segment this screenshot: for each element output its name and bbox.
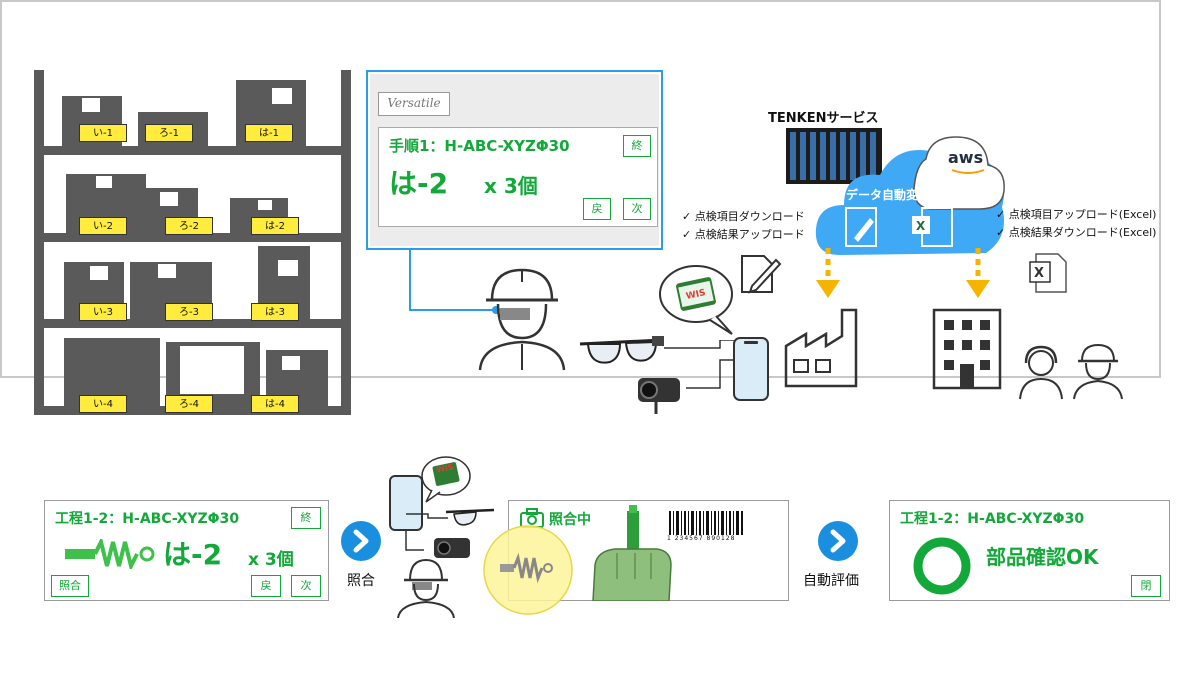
server-rack-icon xyxy=(786,128,882,184)
camera-device-icon xyxy=(638,378,680,414)
location-code: は-2 xyxy=(389,167,449,200)
factory-icon xyxy=(784,308,858,388)
verify-button[interactable]: 照合 xyxy=(51,575,89,597)
barcode-image xyxy=(669,511,743,535)
ok-circle-icon xyxy=(913,537,971,595)
top-diagram-frame xyxy=(0,0,1161,378)
shelf-tag: は-3 xyxy=(251,303,299,321)
quantity: x 3個 xyxy=(248,550,294,570)
shelf-tag: は-1 xyxy=(245,124,293,142)
document-edit-icon xyxy=(741,255,782,294)
next-step-arrow-icon xyxy=(341,521,381,561)
back-button[interactable]: 戻 xyxy=(251,575,281,597)
step-title: 手順1：H-ABC-XYZΦ30 xyxy=(389,137,570,155)
back-button[interactable]: 戻 xyxy=(583,198,611,220)
result-panel: 工程1-2：H-ABC-XYZΦ30 部品確認OK 閉 xyxy=(889,500,1170,601)
shelf-tag: ろ-4 xyxy=(165,395,213,413)
office-building-icon xyxy=(932,308,1002,390)
next-step-arrow-icon xyxy=(818,521,858,561)
shelf-tag: い-1 xyxy=(79,124,127,142)
process-title: 工程1-2：H-ABC-XYZΦ30 xyxy=(55,511,240,527)
next-button[interactable]: 次 xyxy=(623,198,651,220)
result-title: 工程1-2：H-ABC-XYZΦ30 xyxy=(900,511,1085,527)
cloud-note-left: ✓ 点検結果アップロード xyxy=(682,228,805,241)
next-button[interactable]: 次 xyxy=(291,575,321,597)
end-button[interactable]: 終 xyxy=(623,135,651,157)
aws-logo: aws xyxy=(948,148,984,167)
barcode-digits: 1 234567 890128 xyxy=(667,535,736,542)
versatile-logo: Versatile xyxy=(378,92,450,116)
shelf-tag: は-2 xyxy=(251,217,299,235)
excel-file-icon: X xyxy=(1029,253,1067,293)
zoom-highlight-icon xyxy=(483,525,573,615)
service-name: TENKENサービス xyxy=(768,111,879,126)
svg-text:X: X xyxy=(916,219,926,233)
shelf-tag: ろ-3 xyxy=(165,303,213,321)
wis-app-bubble xyxy=(659,265,733,335)
shelf-tag: ろ-2 xyxy=(165,217,213,235)
aws-smile-icon xyxy=(951,169,985,174)
cloud-note-right: ✓ 点検項目アップロード(Excel) xyxy=(996,208,1157,221)
glasses-display-callout: Versatile 手順1：H-ABC-XYZΦ30 終 は-2 x 3個 戻 … xyxy=(366,70,663,250)
operator-with-headset-icon xyxy=(1019,345,1063,400)
glasses-step-card: 手順1：H-ABC-XYZΦ30 終 は-2 x 3個 戻 次 xyxy=(378,127,658,227)
hand-holding-part-icon xyxy=(592,505,672,601)
shelf-tag: い-2 xyxy=(79,217,127,235)
auto-convert-label: データ自動変換 xyxy=(846,188,931,202)
auto-eval-label: 自動評価 xyxy=(803,573,859,589)
svg-text:X: X xyxy=(1034,266,1044,281)
cloud-note-right: ✓ 点検結果ダウンロード(Excel) xyxy=(996,226,1157,239)
shelf-tag: い-4 xyxy=(79,395,127,413)
shelf-tag: は-4 xyxy=(251,395,299,413)
quantity: x 3個 xyxy=(484,174,538,198)
worker-with-smart-glasses-icon xyxy=(478,268,566,371)
download-arrow-icon xyxy=(816,248,840,298)
smartphone-icon xyxy=(733,337,769,401)
scan-status: 照合中 xyxy=(549,512,591,528)
end-button[interactable]: 終 xyxy=(291,507,321,529)
location-code: は-2 xyxy=(163,538,223,571)
warehouse-shelf xyxy=(34,70,351,415)
shelf-tag: い-3 xyxy=(79,303,127,321)
verification-devices xyxy=(389,456,495,618)
process-step-panel: 工程1-2：H-ABC-XYZΦ30 終 は-2 x 3個 照合 戻 次 xyxy=(44,500,329,601)
convert-icons: X xyxy=(845,207,953,247)
spring-part-icon xyxy=(65,539,155,569)
upload-arrow-icon xyxy=(966,248,990,298)
close-button[interactable]: 閉 xyxy=(1131,575,1161,597)
result-message: 部品確認OK xyxy=(986,545,1099,569)
verify-label: 照合 xyxy=(347,573,375,589)
shelf-tag: ろ-1 xyxy=(145,124,193,142)
device-wiring xyxy=(664,340,734,389)
worker-icon xyxy=(1073,343,1123,400)
cloud-note-left: ✓ 点検項目ダウンロード xyxy=(682,210,805,223)
smart-glasses-icon xyxy=(579,336,664,364)
